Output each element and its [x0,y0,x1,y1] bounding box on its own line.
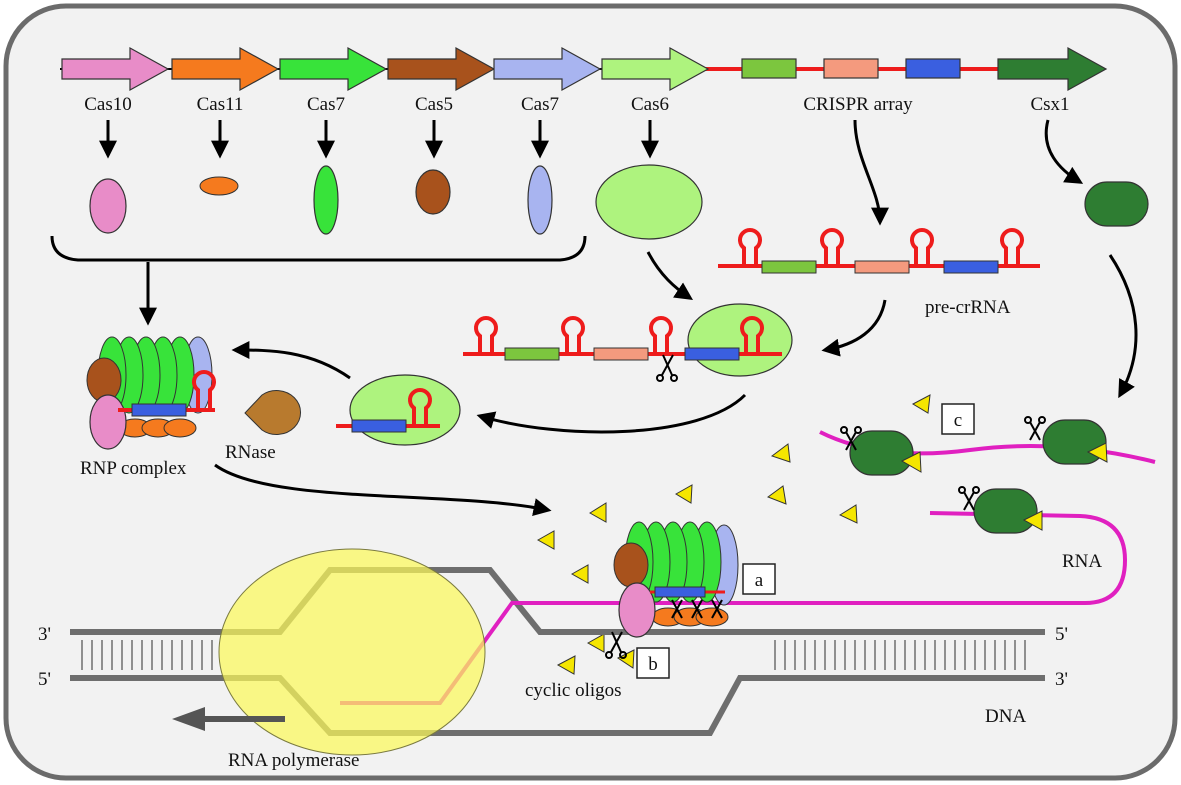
cas6-gene-arrow [601,46,710,92]
spacer-salmon [823,58,879,79]
cas6-processing [687,303,793,377]
nascent-rna [340,511,1128,705]
rna-label: RNA [1062,551,1102,572]
cas7b-label: Cas7 [521,94,559,115]
box-b [636,647,670,679]
translation-arrows [99,119,1084,226]
cas7-label: Cas7 [307,94,345,115]
cas11-protein [199,176,239,196]
rnp-complex-label: RNP complex [80,458,187,479]
cas7b-protein [527,165,553,235]
crispr-array-label: CRISPR array [803,94,913,115]
box-c [941,403,975,435]
cas7-gene-arrow [279,46,388,92]
processing-arrows [214,251,1138,516]
cas5-gene-arrow [387,46,496,92]
rnase-label: RNase [225,442,276,463]
cas7b-gene-arrow [493,46,602,92]
cas10-label: Cas10 [84,94,132,115]
csx1-label: Csx1 [1030,94,1069,115]
cas5-protein [415,169,451,215]
dna-base-pairs-left [81,640,213,670]
csx1-complexes [849,419,1107,534]
csx1-bound-oligos [900,442,1108,531]
cas6-protein [595,164,703,240]
box-c-label: c [954,410,962,431]
cas11-label: Cas11 [197,94,244,115]
scissors-icon [656,354,678,382]
target-bound-rnp [613,521,739,638]
csx1-protein [1084,181,1149,227]
rna-polymerase-label: RNA polymerase [228,750,359,771]
csx1-scissors [840,416,1046,511]
rna-cleavage-scissors [671,599,723,619]
cas6-label: Cas6 [631,94,669,115]
dna-base-pairs-right [774,640,1026,670]
assembly-bracket [50,235,587,262]
dna-cleavage-scissors [605,631,627,659]
dna-bottom-right-end: 3' [1055,669,1068,690]
box-a [742,563,776,595]
dna-label: DNA [985,706,1026,727]
cas7-protein [313,165,339,235]
cyclic-oligo-triangles [536,394,931,675]
dna-top-right-end: 5' [1055,624,1068,645]
csx1-gene-arrow [997,46,1108,92]
cas11-gene-arrow [171,46,280,92]
spacer-green [741,58,797,79]
rnase-icon [244,390,301,435]
pre-crrna-label: pre-crRNA [925,297,1011,318]
box-b-label: b [648,654,658,675]
cas10-protein [89,178,127,234]
dna-bottom-left-end: 5' [38,669,51,690]
box-a-label: a [755,570,764,591]
rna-polymerase [218,548,486,756]
cyclic-oligos-label: cyclic oligos [525,680,622,701]
spacer-blue [905,58,961,79]
polymerase-direction-arrow [172,707,285,731]
cas10-gene-arrow [61,46,170,92]
rnp-complex [86,336,216,450]
cas5-label: Cas5 [415,94,453,115]
dna-top-left-end: 3' [38,624,51,645]
gene-operon [60,46,1108,92]
mature-crrna-cas6 [349,374,461,446]
